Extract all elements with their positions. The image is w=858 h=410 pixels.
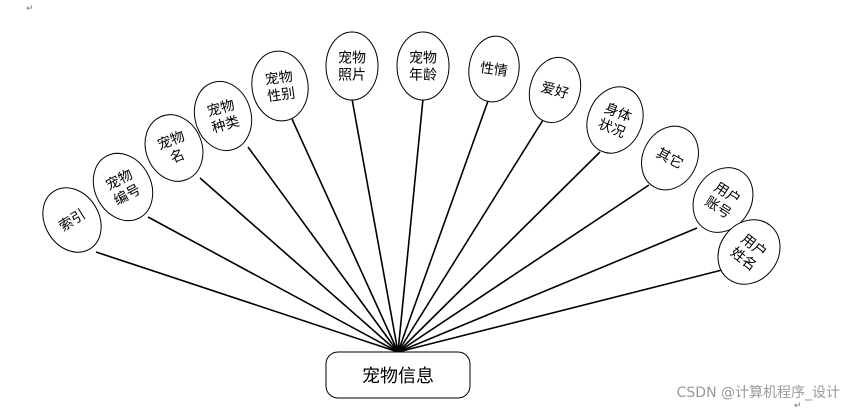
paragraph-mark-top: ↵ — [26, 4, 34, 14]
connector-line — [397, 119, 544, 353]
attribute-ellipse — [468, 35, 520, 103]
attribute-label: 名 — [168, 147, 187, 167]
connector-lines — [95, 98, 723, 353]
attribute-ellipse — [396, 31, 450, 101]
connector-line — [291, 118, 399, 353]
attribute-ellipse — [586, 86, 644, 154]
entity-box — [325, 351, 471, 399]
attribute-node: 爱好 — [528, 56, 582, 124]
connector-line — [397, 184, 650, 353]
attribute-node: 性情 — [468, 35, 520, 103]
attribute-ellipse — [92, 152, 154, 222]
connector-line — [95, 251, 399, 353]
attribute-label: 照片 — [338, 68, 366, 84]
attribute-label: 种类 — [210, 114, 241, 137]
entity-group: 宠物信息 — [325, 351, 471, 399]
attribute-ellipse — [692, 167, 754, 233]
attribute-label: 宠物 — [205, 97, 236, 120]
attribute-group: 索引宠物编号宠物名宠物种类宠物性别宠物照片宠物年龄性情爱好身体状况其它用户账号用… — [42, 31, 781, 285]
connector-line — [397, 98, 424, 353]
connector-line — [397, 151, 601, 353]
attribute-ellipse — [251, 50, 309, 122]
attribute-label: 宠物 — [264, 69, 294, 89]
watermark: CSDN @计算机程序_设计 — [676, 385, 840, 401]
attribute-ellipse — [641, 125, 699, 191]
connector-line — [147, 216, 399, 353]
connector-line — [397, 227, 698, 353]
connector-line — [199, 177, 399, 353]
attribute-label: 宠物 — [338, 51, 366, 67]
attribute-ellipse — [717, 219, 781, 285]
attribute-ellipse — [144, 114, 204, 182]
attribute-label: 性情 — [479, 60, 509, 80]
connector-line — [351, 98, 399, 353]
attribute-node: 索引 — [42, 187, 102, 253]
attribute-ellipse — [42, 187, 102, 253]
paragraph-mark-bottom: ↵ — [794, 401, 802, 410]
attribute-ellipse — [528, 56, 582, 124]
attribute-ellipse — [325, 31, 379, 101]
entity-label: 宠物信息 — [362, 366, 434, 387]
attribute-label: 性别 — [266, 86, 296, 106]
attribute-node: 其它 — [641, 125, 699, 191]
connector-line — [247, 146, 399, 353]
attribute-node: 宠物名 — [144, 114, 204, 182]
connector-line — [397, 100, 489, 353]
attribute-ellipse — [193, 80, 253, 152]
attribute-label: 年龄 — [409, 68, 437, 84]
connector-line — [397, 269, 723, 353]
attribute-label: 爱好 — [539, 80, 570, 103]
attribute-label: 宠物 — [409, 51, 437, 67]
